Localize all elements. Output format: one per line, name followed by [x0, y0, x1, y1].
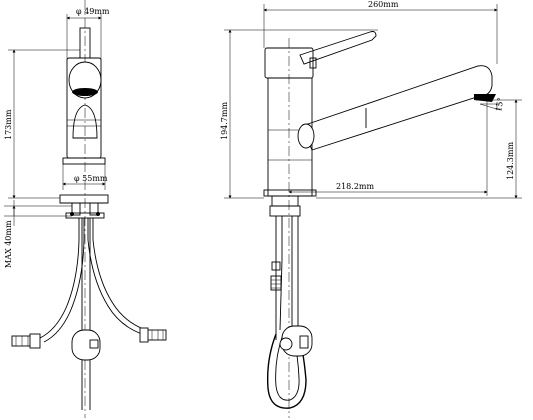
side-lever: [299, 31, 377, 65]
dim-side-angle: 15°: [494, 97, 505, 113]
front-view: φ 49mm φ 55mm 173mm MAX 40mm: [4, 0, 167, 418]
right-fitting: [139, 327, 167, 343]
dim-side-spout-height: 124.3mm: [506, 142, 515, 180]
dim-side-spout-reach: 218.2mm: [336, 182, 374, 191]
dim-front-base-diameter: φ 55mm: [74, 174, 108, 183]
side-spout: [301, 65, 493, 151]
side-view: 15° 260mm 194.7mm 124.3mm: [220, 0, 522, 418]
hose-weight: [71, 329, 101, 361]
dim-side-total-height: 194.7mm: [220, 102, 229, 140]
dim-front-max-thickness: MAX 40mm: [4, 220, 13, 268]
dim-side-total-width: 260mm: [368, 0, 399, 9]
dim-front-height: 173mm: [4, 109, 13, 140]
dim-front-top-diameter: φ 49mm: [76, 7, 110, 16]
left-fitting: [11, 333, 41, 349]
